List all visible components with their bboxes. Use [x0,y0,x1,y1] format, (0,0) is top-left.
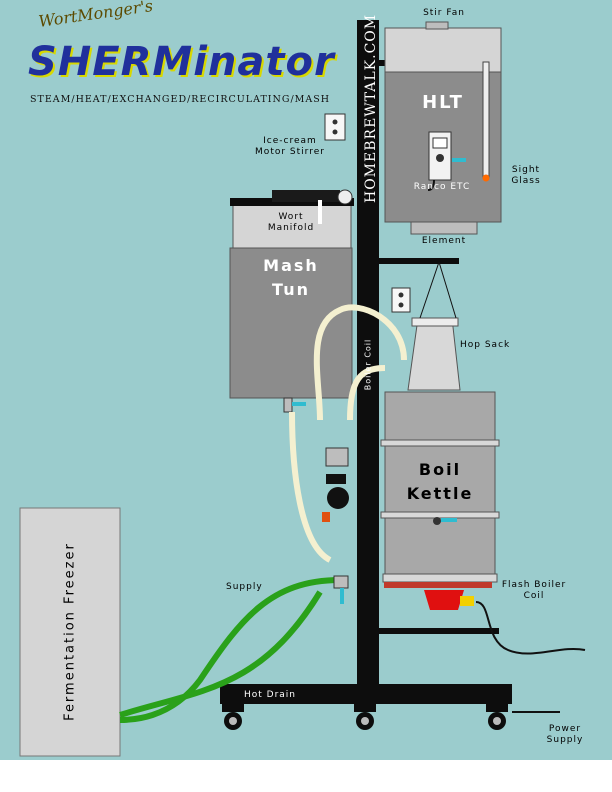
ice-cream-motor [272,189,353,224]
green-drain-hose [119,590,323,718]
ranco-controller [427,131,466,191]
sight-glass-label: Sight Glass [511,165,541,186]
outlet-kettle [391,287,411,313]
cream-hose-drain [289,411,332,563]
logo-subtitle: STEAM/HEAT/EXCHANGED/RECIRCULATING/MASH [30,94,331,105]
website-label: HOMEBREWTALK.COM [363,13,379,203]
mash-tun-vessel [229,198,354,399]
green-supply-hose [119,577,341,723]
freezer-label: Fermentation Freezer [62,542,78,721]
diagram-canvas: WortMonger's SHERMinator STEAM/HEAT/EXCH… [0,0,612,760]
hlt-label: HLT [422,92,464,113]
boiler-coil-label: Boiler Coil [363,338,373,391]
hop-sack-label: Hop Sack [460,340,511,350]
supply-fitting [333,575,349,604]
flash-boiler-label: Flash Boiler Coil [501,580,567,601]
kettle-label-1: Boil [418,460,462,479]
mash-valve [283,397,306,413]
hot-drain-label: Hot Drain [244,690,297,700]
march-pump [322,447,349,522]
stand-base-bar [220,684,512,704]
mash-label-2: Tun [272,280,310,299]
kettle-label-2: Kettle [406,484,474,503]
manifold-label: Wort Manifold [267,212,315,233]
outlet-hlt [324,113,346,141]
stand-bracket-hlt [379,60,389,66]
caster-mid [354,704,376,730]
boil-kettle-vessel [380,391,500,583]
cream-hose-loop [313,304,407,421]
diagram-graphics [19,20,586,757]
logo-title: SHERMinator [28,39,335,85]
stand-shelf-top [379,258,459,264]
supply-label: Supply [226,582,263,592]
stand-shelf-bottom [379,628,499,634]
flash-boiler-burner [384,582,586,655]
caster-right [486,704,508,730]
power-label: Power Supply [546,724,584,745]
element-label: Element [421,236,467,246]
sight-glass [482,61,490,182]
hop-sack [407,261,461,391]
hlt-vessel [384,21,502,235]
caster-left [222,704,244,730]
cream-hose-loop-2 [347,365,386,421]
stand-column [357,20,379,684]
freezer-body [19,507,121,757]
ranco-label: Ranco ETC [413,182,471,192]
stirrer-label: Ice-cream Motor Stirrer [255,136,325,157]
stir-fan-label: Stir Fan [423,8,465,18]
mash-label-1: Mash [263,256,319,275]
